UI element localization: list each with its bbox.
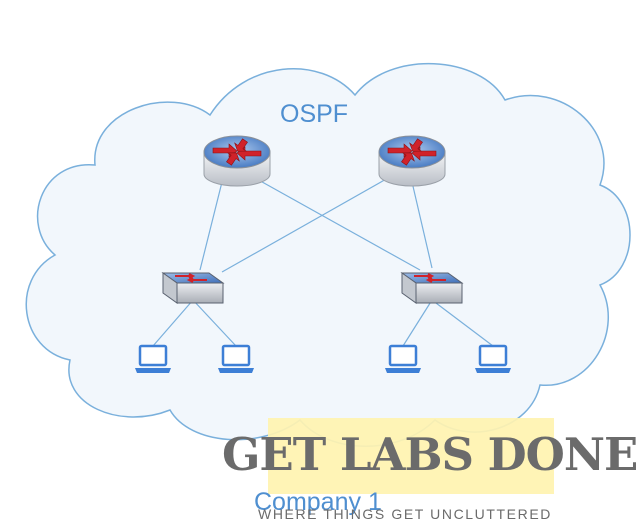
switch-icon [400, 272, 464, 304]
laptop-icon [475, 344, 511, 373]
laptop-2[interactable] [218, 344, 254, 373]
router-icon [378, 135, 446, 187]
switch-1[interactable] [161, 272, 225, 304]
link-router-2-switch-2 [411, 181, 433, 269]
switch-icon [161, 272, 225, 304]
watermark-highlight [268, 418, 554, 494]
link-router-1-switch-2 [254, 177, 421, 271]
link-switch-2-laptop-4 [431, 299, 494, 347]
laptop-icon [385, 344, 421, 373]
link-router-1-switch-1 [199, 181, 223, 271]
laptop-3[interactable] [385, 344, 421, 373]
laptop-icon [135, 344, 171, 373]
watermark-title: GET LABS DONE [222, 428, 638, 481]
laptop-1[interactable] [135, 344, 171, 373]
link-router-2-switch-1 [221, 177, 389, 273]
links [152, 177, 494, 347]
router-icon [203, 135, 271, 187]
site-label: Company 1 [254, 488, 382, 516]
link-switch-2-laptop-3 [402, 299, 433, 347]
laptop-4[interactable] [475, 344, 511, 373]
router-1[interactable] [203, 135, 271, 187]
link-switch-1-laptop-2 [192, 299, 237, 347]
cloud-label: OSPF [280, 100, 349, 128]
router-2[interactable] [378, 135, 446, 187]
switch-2[interactable] [400, 272, 464, 304]
watermark-tagline: WHERE THINGS GET UNCLUTTERED [258, 506, 552, 522]
laptop-icon [218, 344, 254, 373]
link-switch-1-laptop-1 [152, 299, 194, 347]
